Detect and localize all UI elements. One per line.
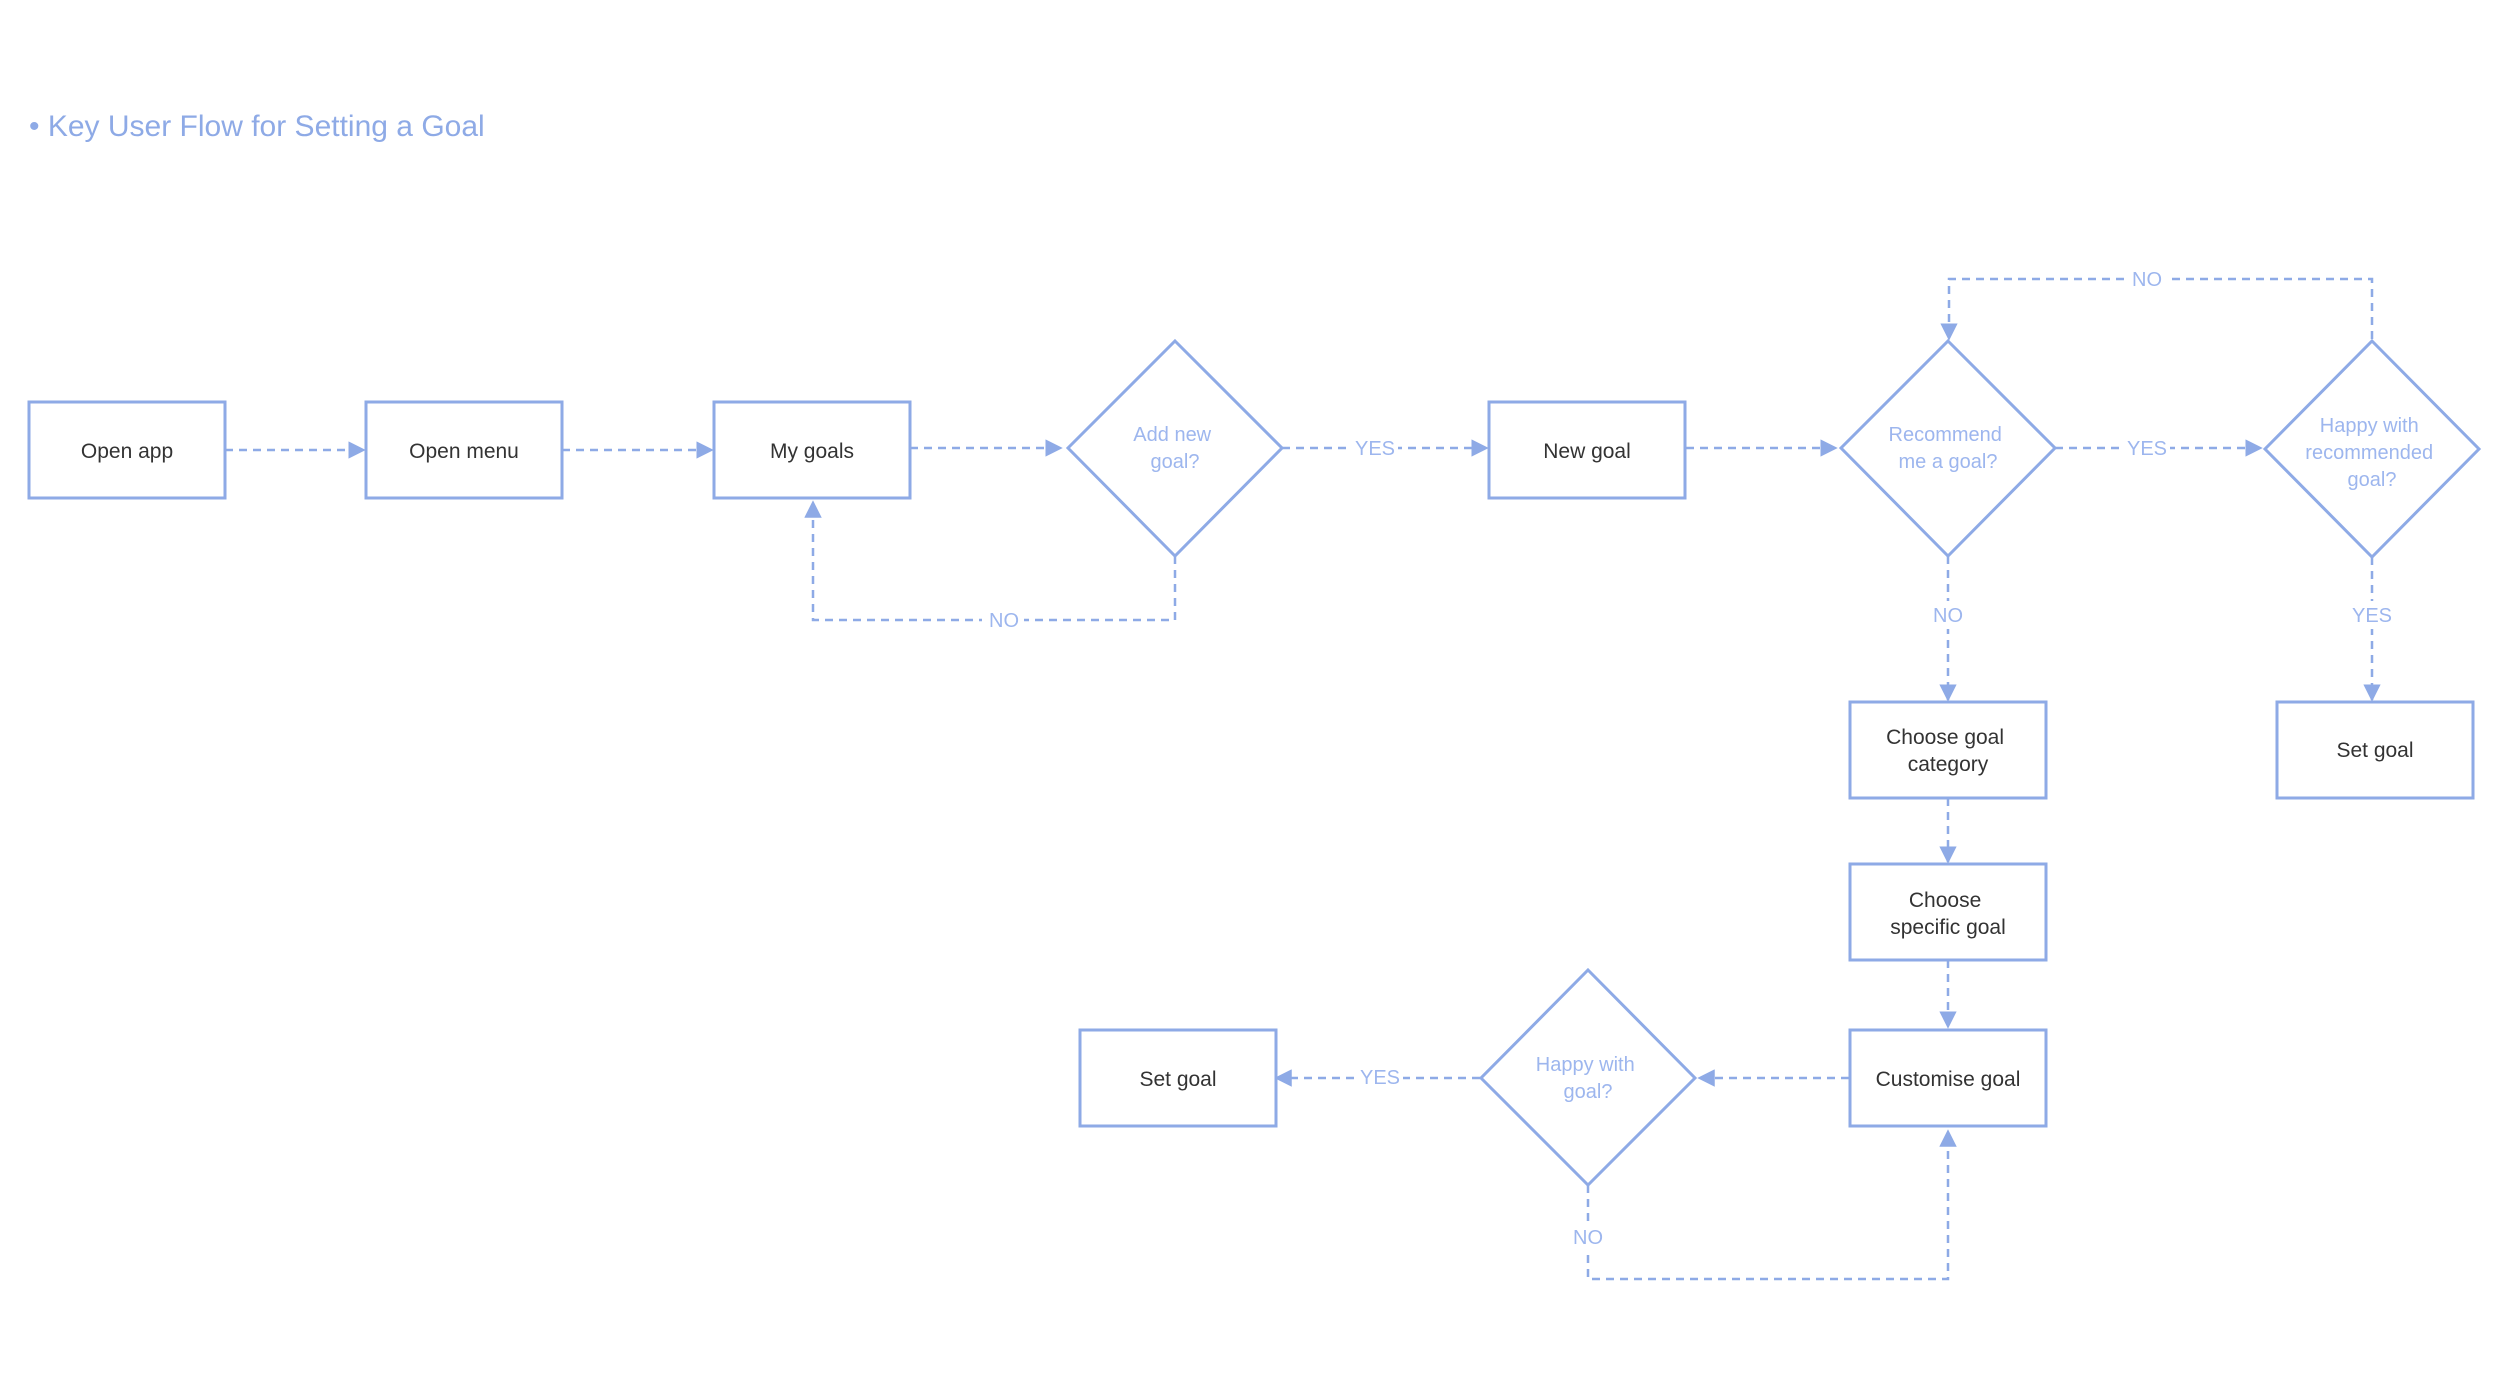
node-label: Customise goal <box>1876 1068 2021 1091</box>
node-choose-goal-category: Choose goal category <box>1848 700 2048 800</box>
edge-label-happy-recommended-no: NO <box>2132 269 2162 291</box>
decision-label-line-2: me a goal? <box>1899 451 1998 473</box>
node-label-line-2: category <box>1908 753 1989 776</box>
decision-recommend-me-a-goal: Recommend me a goal? <box>1838 338 2058 559</box>
decision-label-line-2: goal? <box>1564 1081 1613 1103</box>
decision-label-line-1: Happy with <box>2320 415 2419 437</box>
node-customise-goal: Customise goal <box>1848 1028 2048 1128</box>
svg-text:My goals: My goals <box>770 440 854 463</box>
edge-label-happy-no: NO <box>1573 1227 1603 1249</box>
node-label-line-1: Choose <box>1909 889 1981 912</box>
decision-happy-with-goal: Happy with goal? <box>1478 967 1698 1188</box>
node-set-goal-bottom: Set goal <box>1078 1028 1278 1128</box>
svg-text:Add new goal?: Add new goal? <box>1133 424 1216 473</box>
decision-happy-with-recommended-goal: Happy with recommended goal? <box>2262 338 2482 560</box>
edge-label-add-no: NO <box>989 610 1019 632</box>
svg-text:Open menu: Open menu <box>409 440 519 463</box>
node-label-line-2: specific goal <box>1890 916 2006 939</box>
decision-label-line-2: recommended <box>2305 442 2433 464</box>
node-choose-specific-goal: Choose specific goal <box>1848 862 2048 962</box>
svg-text:New goal: New goal <box>1543 440 1631 463</box>
node-open-menu: Open menu <box>364 400 564 500</box>
svg-text:Choose goal category: Choose goal category <box>1886 726 2010 776</box>
edge-label-add-yes: YES <box>1355 438 1395 460</box>
decision-label-line-2: goal? <box>1151 451 1200 473</box>
decision-label-line-1: Recommend <box>1889 424 2002 446</box>
node-label: Open app <box>81 440 173 463</box>
svg-text:Happy with recommended: Happy with recommended goal? <box>2305 415 2438 491</box>
edge-happy-no <box>1586 1129 1957 1281</box>
svg-text:Recommend me a goal?: Recommend me a goal? <box>1889 424 2008 473</box>
edge-labels: YES NO YES NO NO YES YES NO <box>982 265 2395 1251</box>
node-label: Set goal <box>2336 739 2413 762</box>
decision-add-new-goal: Add new goal? <box>1065 338 1285 559</box>
edge-label-happy-recommended-yes: YES <box>2352 605 2392 627</box>
node-label: My goals <box>770 440 854 463</box>
decision-label-line-1: Happy with <box>1536 1054 1635 1076</box>
node-new-goal: New goal <box>1487 400 1687 500</box>
node-set-goal-right: Set goal <box>2275 700 2475 800</box>
edge-label-recommend-yes: YES <box>2127 438 2167 460</box>
node-label: New goal <box>1543 440 1631 463</box>
edge-label-recommend-no: NO <box>1933 605 1963 627</box>
edge-add-new-goal-no <box>804 500 1177 622</box>
decision-label-line-1: Add new <box>1133 424 1211 446</box>
svg-text:Choose specific goal: Choose specific goal <box>1890 889 2006 939</box>
page-title: • Key User Flow for Setting a Goal <box>29 110 485 143</box>
svg-text:Customise goal: Customise goal <box>1876 1068 2021 1091</box>
node-label: Open menu <box>409 440 519 463</box>
svg-text:Set goal: Set goal <box>1139 1068 1216 1091</box>
node-label: Set goal <box>1139 1068 1216 1091</box>
node-open-app: Open app <box>27 400 227 500</box>
edge-label-happy-yes: YES <box>1360 1067 1400 1089</box>
decision-label-line-3: goal? <box>2348 469 2397 491</box>
svg-text:Set goal: Set goal <box>2336 739 2413 762</box>
svg-text:Happy with goal?: Happy with goal? <box>1536 1054 1641 1103</box>
svg-text:Open app: Open app <box>81 440 173 463</box>
node-my-goals: My goals <box>712 400 912 500</box>
node-label-line-1: Choose goal <box>1886 726 2004 749</box>
